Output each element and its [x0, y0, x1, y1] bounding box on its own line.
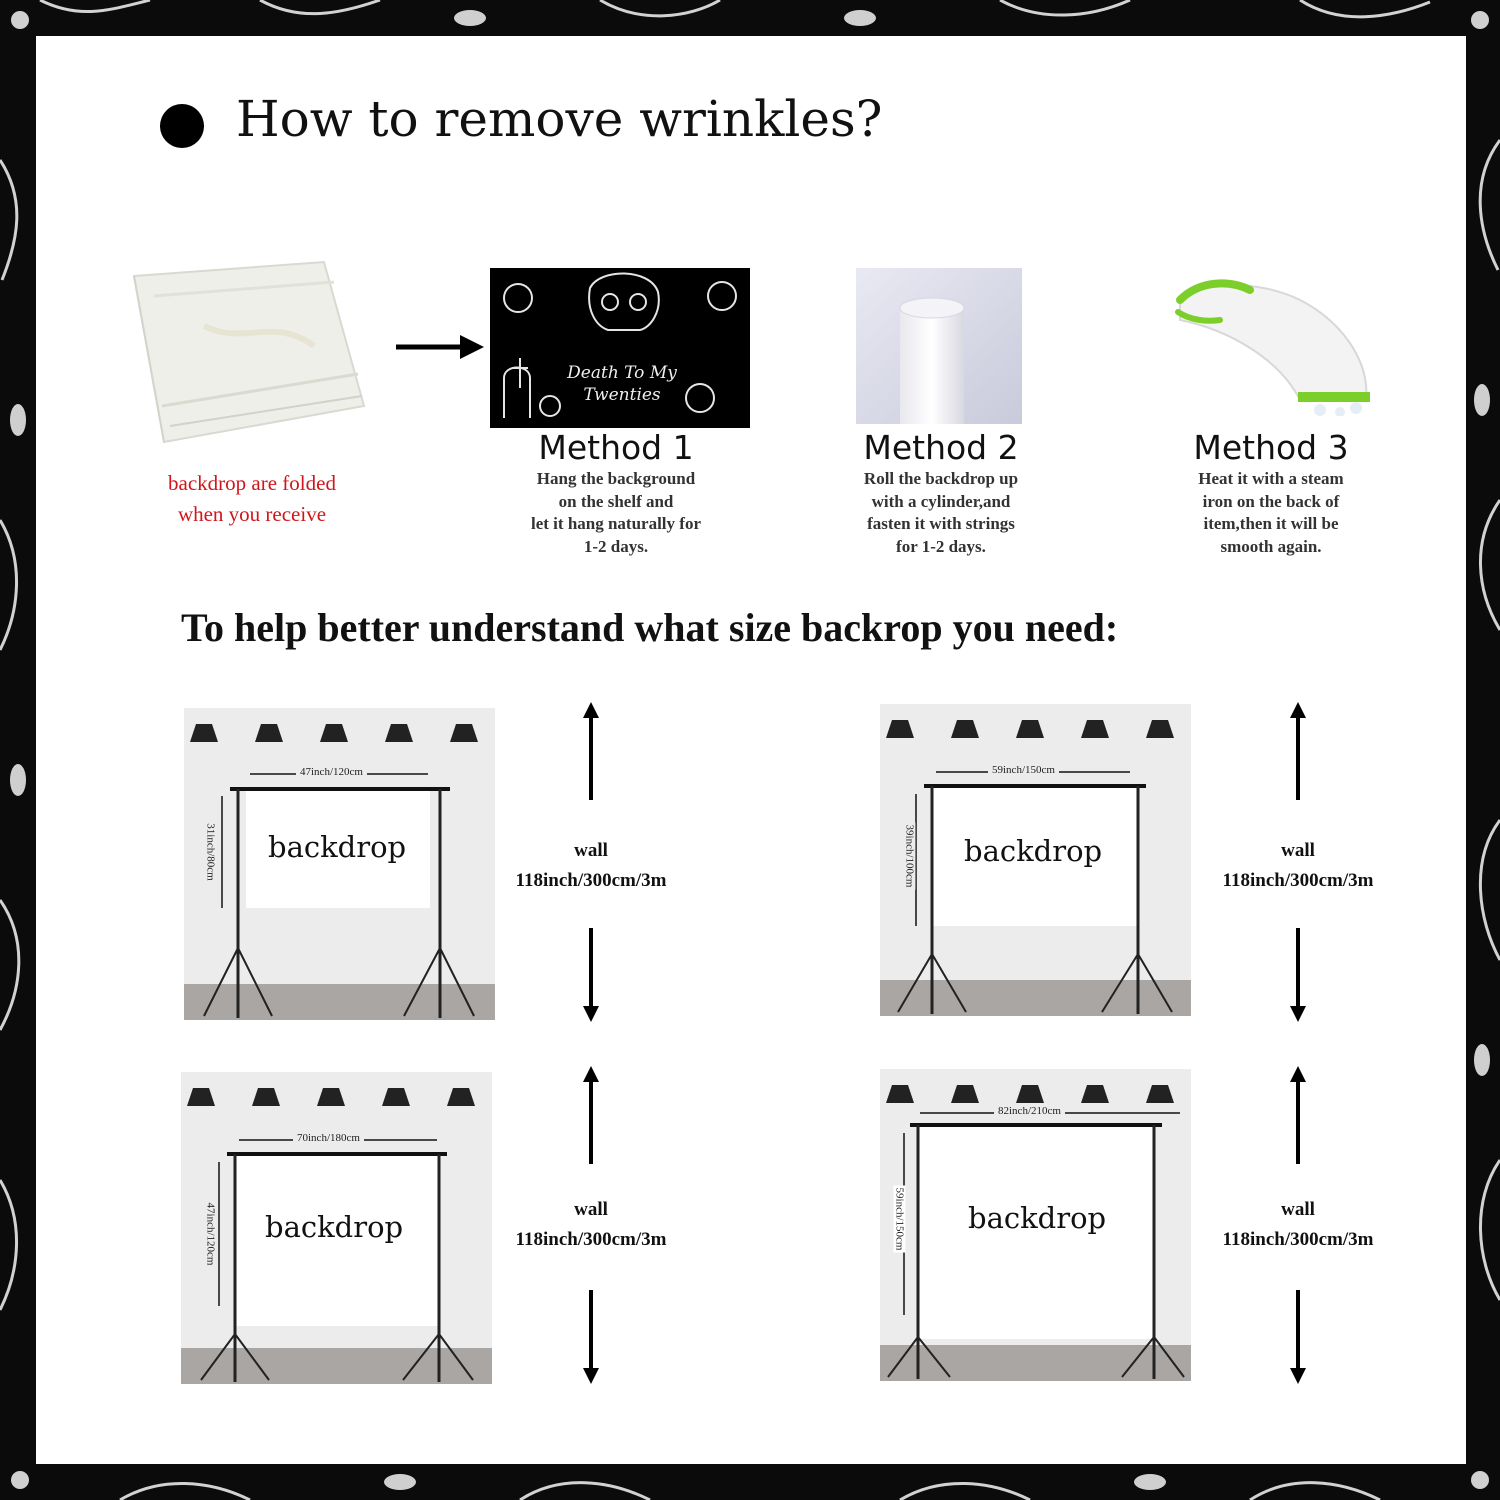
size-guide-title: To help better understand what size back… [181, 605, 1119, 650]
bullet-point [160, 104, 204, 148]
folded-backdrop-image [132, 260, 366, 444]
arrow-down-icon [1290, 928, 1306, 1022]
content-panel: How to remove wrinkles? backdrop are fol… [36, 36, 1466, 1464]
arrow-up-icon [583, 702, 599, 800]
skull-illustration [503, 272, 737, 418]
page-title: How to remove wrinkles? [236, 90, 883, 148]
studio-scene [880, 704, 1191, 1016]
method-3-description: Heat it with a steam iron on the back of… [1198, 469, 1344, 556]
method-2-description: Roll the backdrop up with a cylinder,and… [863, 469, 1019, 556]
backdrop-label-1: backdrop [268, 830, 407, 864]
width-label-2: 59inch/150cm [988, 764, 1059, 776]
backdrop-label-4: backdrop [968, 1201, 1107, 1235]
width-label-3: 70inch/180cm [293, 1132, 364, 1144]
arrow-up-icon [1290, 1066, 1306, 1164]
arrow-down-icon [1290, 1290, 1306, 1384]
steam-iron-image [1175, 279, 1370, 416]
folded-caption: backdrop are folded when you receive [168, 471, 336, 526]
sample-backdrop-text: Death To My Twenties [567, 363, 677, 405]
arrow-up-icon [1290, 702, 1306, 800]
rolled-backdrop-image [856, 268, 1022, 424]
method-1-title: Method 1 [538, 428, 694, 467]
height-label-2: 39inch/100cm [903, 822, 916, 890]
height-label-3: 47inch/120cm [204, 1200, 217, 1268]
studio-diagram-1: 47inch/120cm 31inch/80cm backdrop [184, 708, 495, 1020]
height-label-4: 59inch/150cm [893, 1185, 906, 1253]
width-label-1: 47inch/120cm [296, 766, 367, 778]
method-1-description: Hang the background on the shelf and let… [531, 469, 701, 556]
backdrop-label-2: backdrop [964, 834, 1103, 868]
width-label-4: 82inch/210cm [994, 1105, 1065, 1117]
sample-backdrop-image: Death To My Twenties [490, 268, 750, 428]
method-3-title: Method 3 [1193, 428, 1349, 467]
arrow-down-icon [583, 1290, 599, 1384]
studio-diagram-2: 59inch/150cm 39inch/100cm backdrop [880, 704, 1191, 1016]
studio-diagram-4: 82inch/210cm 59inch/150cm backdrop [880, 1069, 1191, 1381]
backdrop-label-3: backdrop [265, 1210, 404, 1244]
studio-scene [184, 708, 495, 1020]
method-2-title: Method 2 [863, 428, 1019, 467]
arrow-down-icon [583, 928, 599, 1022]
arrow-up-icon [583, 1066, 599, 1164]
studio-scene [181, 1072, 492, 1384]
studio-diagram-3: 70inch/180cm 47inch/120cm backdrop [181, 1072, 492, 1384]
height-label-1: 31inch/80cm [204, 821, 217, 883]
arrow-right-icon [396, 335, 484, 359]
